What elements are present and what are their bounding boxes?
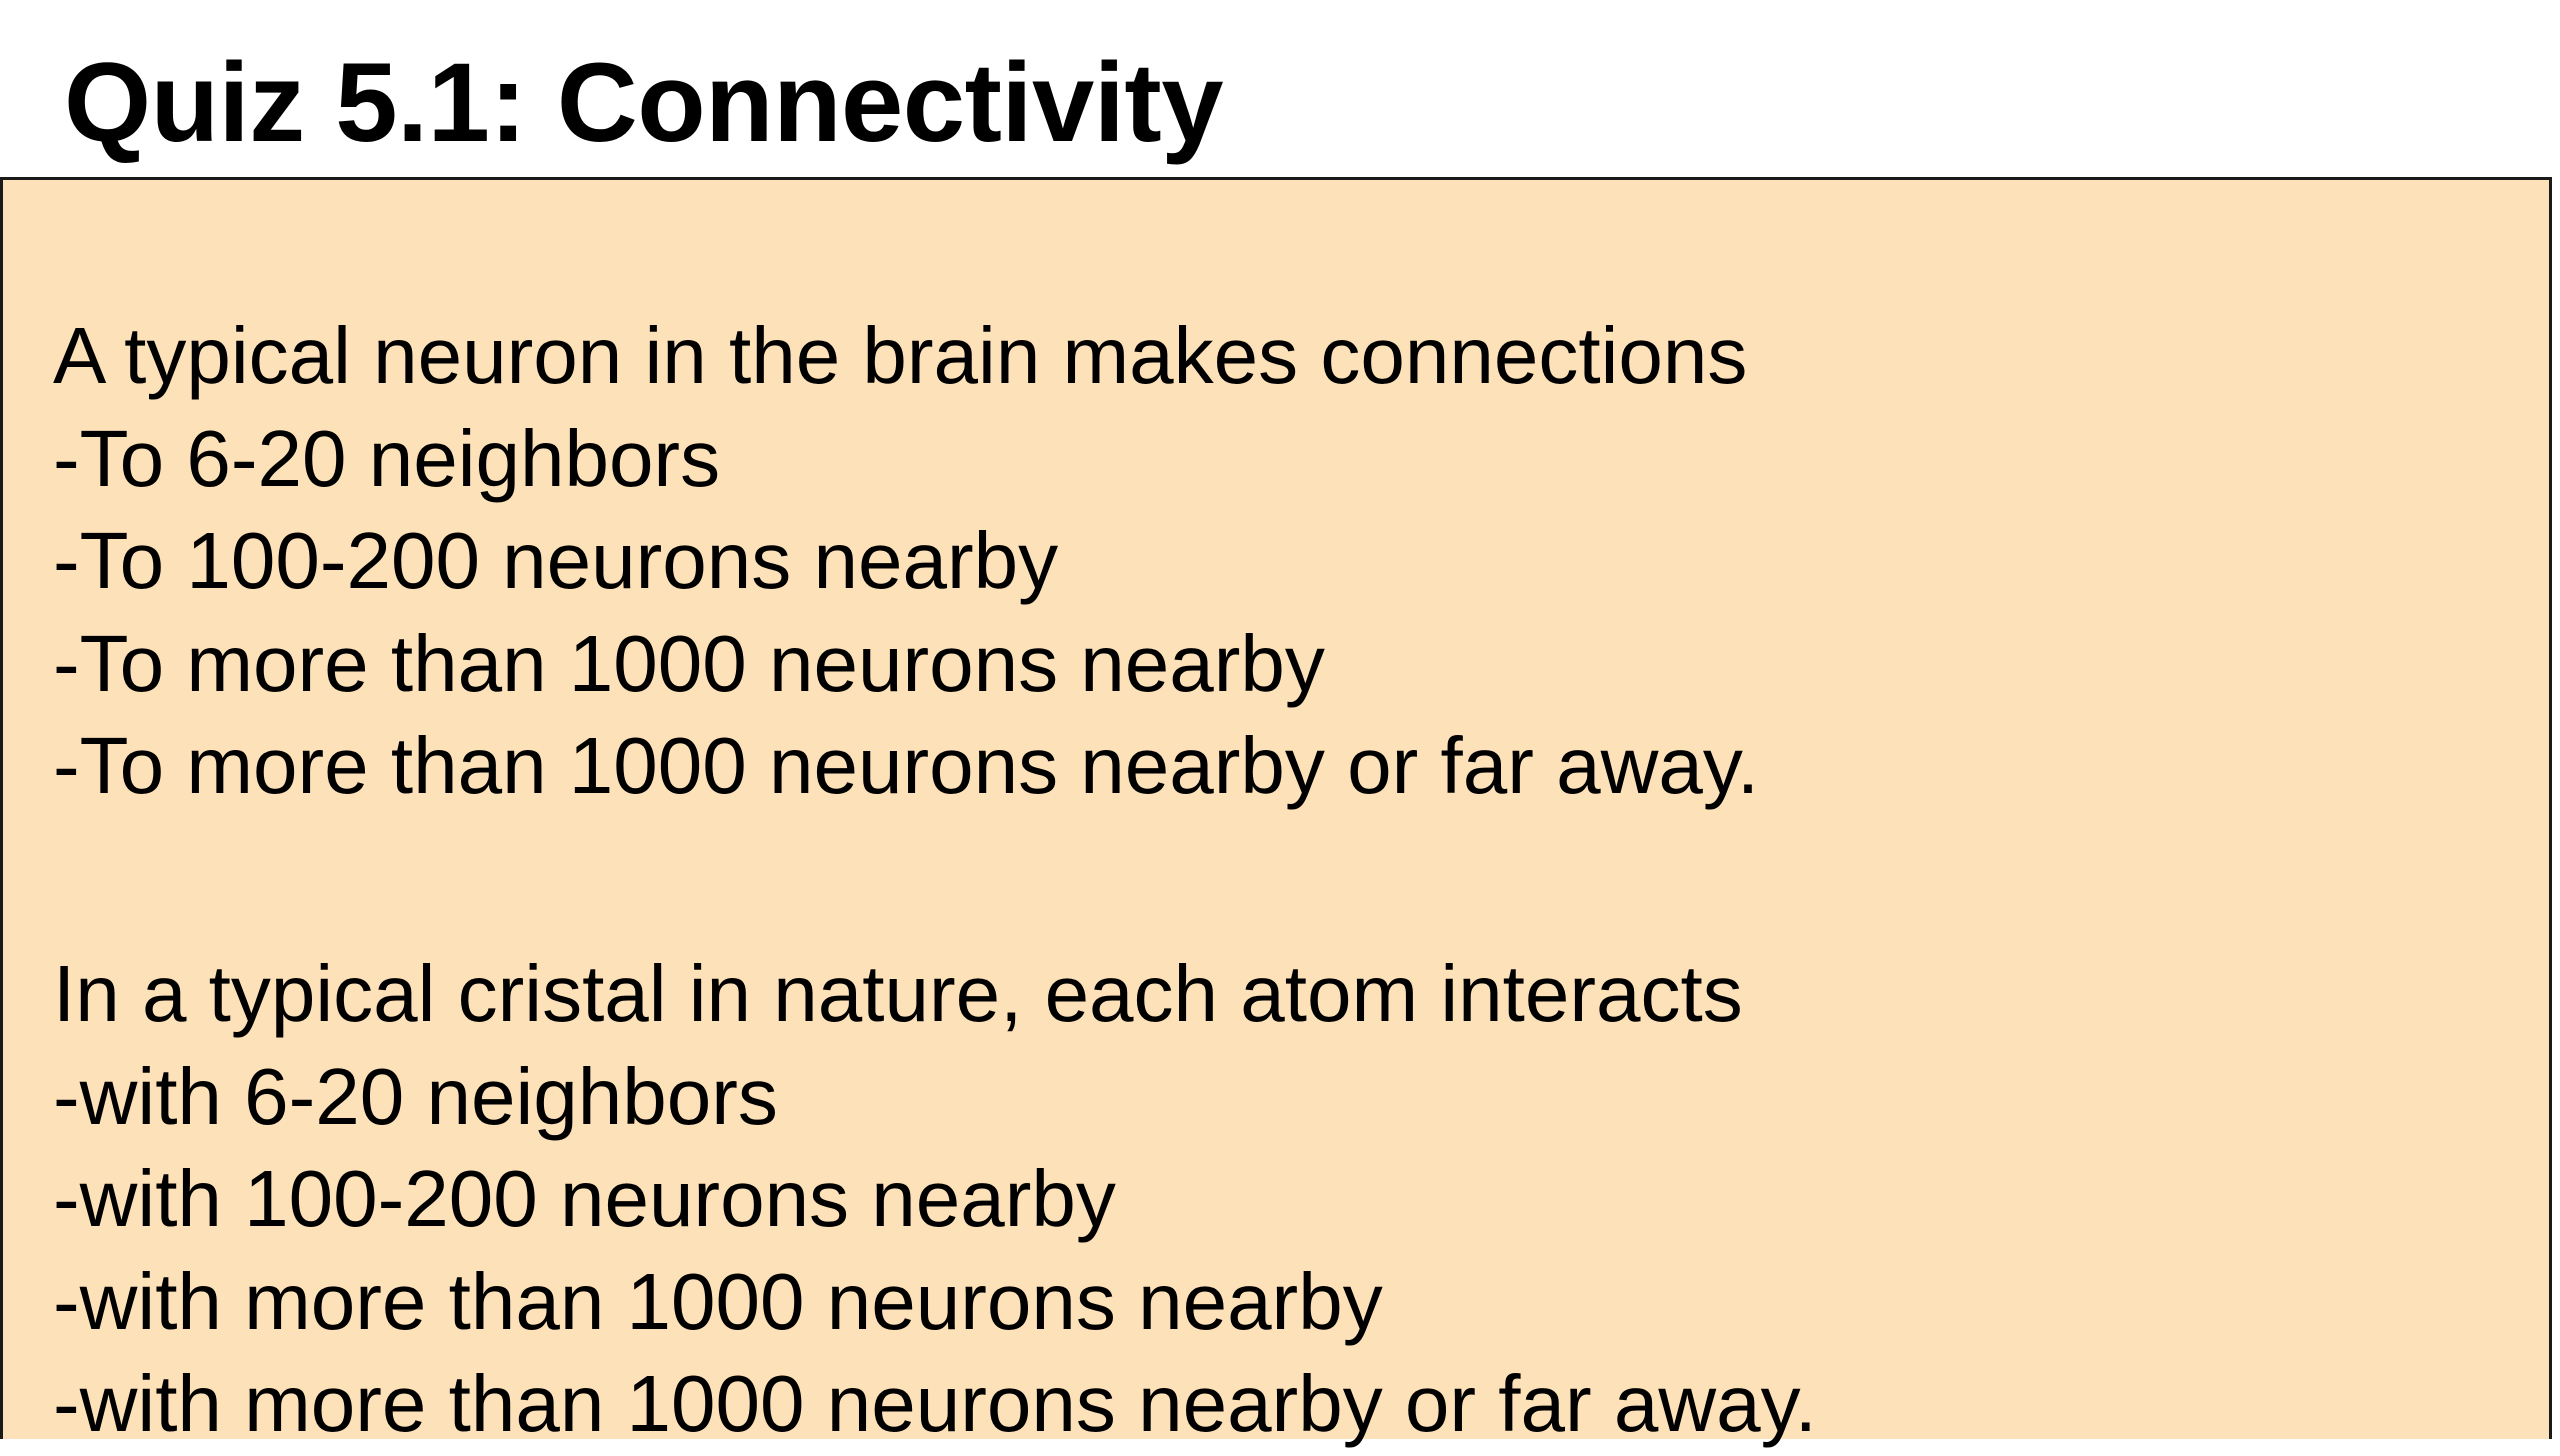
question-neuron: A typical neuron in the brain makes conn… <box>53 305 1759 818</box>
answer-option[interactable]: -To more than 1000 neurons nearby <box>53 618 1325 708</box>
quiz-box: A typical neuron in the brain makes conn… <box>0 177 2552 1448</box>
slide-title: Quiz 5.1: Connectivity <box>64 40 1223 165</box>
answer-option[interactable]: -with more than 1000 neurons nearby or f… <box>53 1359 1817 1448</box>
answer-option[interactable]: -To 100-200 neurons nearby <box>53 516 1059 605</box>
answer-option[interactable]: -To more than 1000 neurons nearby or far… <box>53 721 1760 810</box>
answer-option[interactable]: -with 6-20 neighbors <box>53 1051 778 1141</box>
answer-option[interactable]: -with more than 1000 neurons nearby <box>53 1256 1383 1346</box>
question-crystal: In a typical cristal in nature, each ato… <box>53 943 1817 1456</box>
question-prompt: A typical neuron in the brain makes conn… <box>53 311 1748 400</box>
question-prompt: In a typical cristal in nature, each ato… <box>53 949 1743 1038</box>
answer-option[interactable]: -with 100-200 neurons nearby <box>53 1154 1116 1243</box>
answer-option[interactable]: -To 6-20 neighbors <box>53 413 721 503</box>
